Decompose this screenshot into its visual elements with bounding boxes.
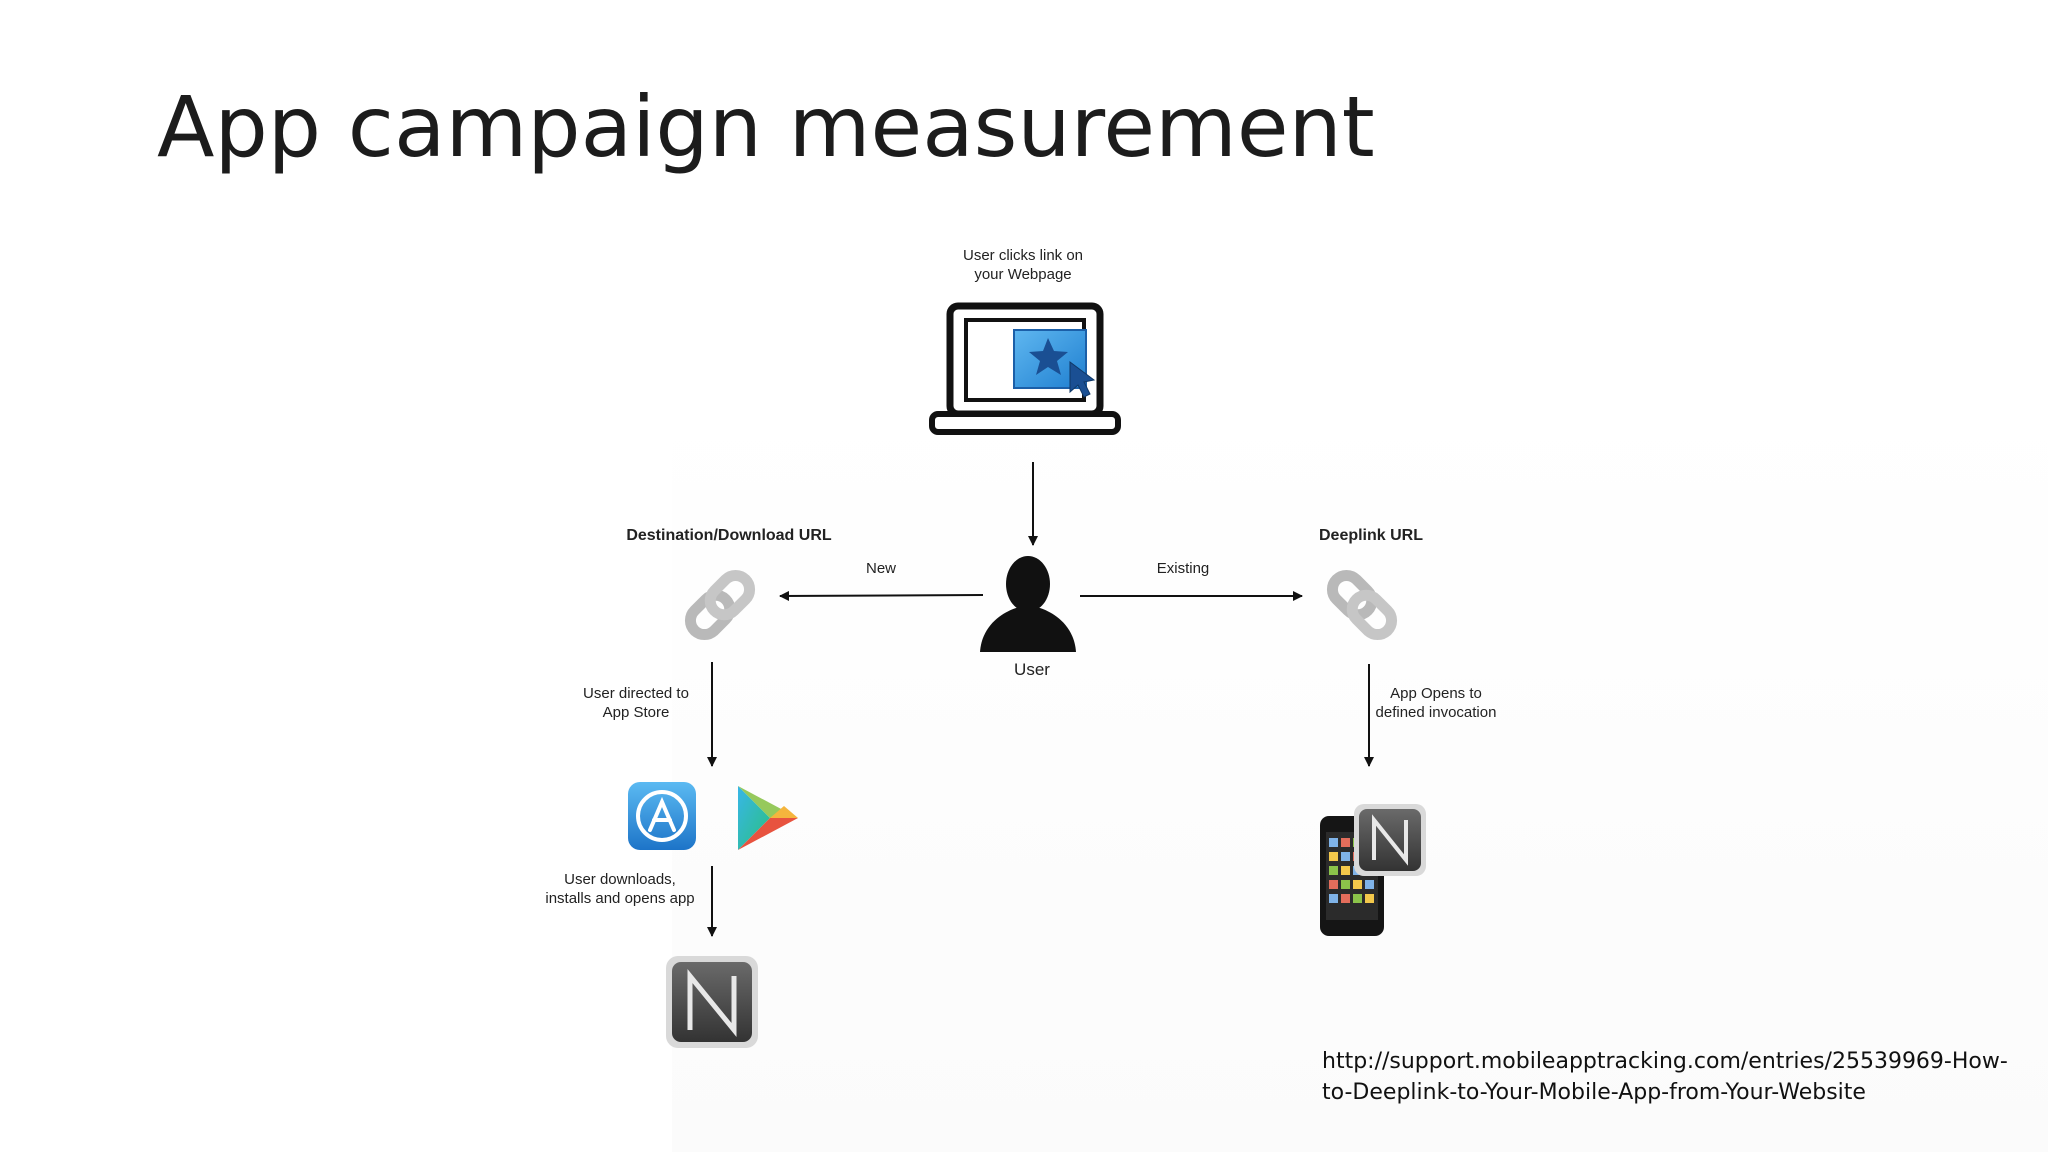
top-label: User clicks link on your Webpage bbox=[962, 247, 1084, 283]
n-app-icon bbox=[666, 956, 758, 1048]
cursor-icon bbox=[1069, 361, 1096, 398]
google-play-icon bbox=[738, 786, 798, 850]
existing-label: Existing bbox=[1156, 560, 1210, 577]
laptop-icon bbox=[929, 302, 1121, 435]
download-label: User downloads, installs and opens app bbox=[545, 871, 695, 907]
new-label: New bbox=[865, 560, 896, 577]
n-app-icon bbox=[1354, 804, 1426, 876]
app-store-label: User directed to App Store bbox=[583, 685, 689, 721]
user-label: User bbox=[1014, 660, 1050, 679]
chain-link-icon bbox=[1326, 569, 1398, 641]
star-icon bbox=[1029, 338, 1068, 375]
app-store-icon bbox=[628, 782, 696, 850]
diagram-background bbox=[672, 390, 2048, 1152]
user-silhouette-icon bbox=[980, 556, 1076, 652]
deeplink-label: App Opens to defined invocation bbox=[1375, 685, 1497, 721]
source-url[interactable]: http://support.mobileapptracking.com/ent… bbox=[1322, 1049, 2008, 1105]
left-heading: Destination/Download URL bbox=[626, 527, 832, 544]
chain-link-icon bbox=[684, 569, 756, 641]
slide-title: App campaign measurement bbox=[157, 78, 1375, 176]
right-heading: Deeplink URL bbox=[1318, 527, 1423, 544]
